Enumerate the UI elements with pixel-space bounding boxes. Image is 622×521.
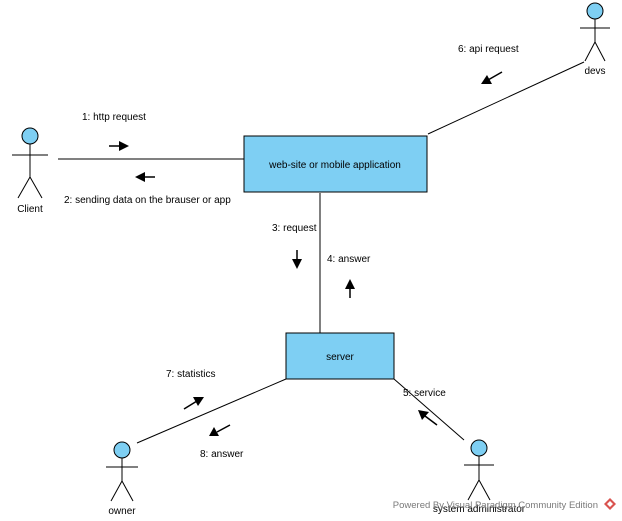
actor-sysadmin-label: system administrator [433,504,526,515]
web-app-label: web-site or mobile application [268,160,401,171]
server-label: server [326,352,354,363]
message-1-label: 1: http request [82,112,146,123]
arrow-m4 [345,279,355,298]
actor-devs-label: devs [584,66,605,77]
actor-owner-label: owner [108,506,136,517]
arrow-m8 [209,424,231,436]
message-7-label: 7: statistics [166,369,215,380]
watermark-text: Powered By Visual Paradigm Community Edi… [393,500,598,511]
actor-sysadmin [464,439,494,501]
actor-owner [106,441,138,502]
message-4-label: 4: answer [327,254,371,265]
arrow-m6 [481,71,503,84]
message-3-label: 3: request [272,223,317,234]
link-owner-server [136,378,287,444]
message-2-label: 2: sending data on the brauser or app [64,195,231,206]
actor-client-label: Client [17,204,43,215]
message-6-label: 6: api request [458,44,519,55]
arrow-m5 [418,410,438,426]
web-app-node: web-site or mobile application [243,135,428,193]
link-sysadmin-server [393,378,465,441]
server-node: server [285,332,395,380]
arrow-m1 [109,141,129,151]
link-devs-web [427,61,585,135]
actor-devs [580,2,610,62]
visual-paradigm-logo-icon [604,498,616,510]
message-5-label: 5: service [403,388,446,399]
actor-client [12,127,48,199]
arrow-m2 [135,172,155,182]
message-8-label: 8: answer [200,449,244,460]
arrow-m7 [183,397,204,410]
arrow-m3 [292,250,302,269]
